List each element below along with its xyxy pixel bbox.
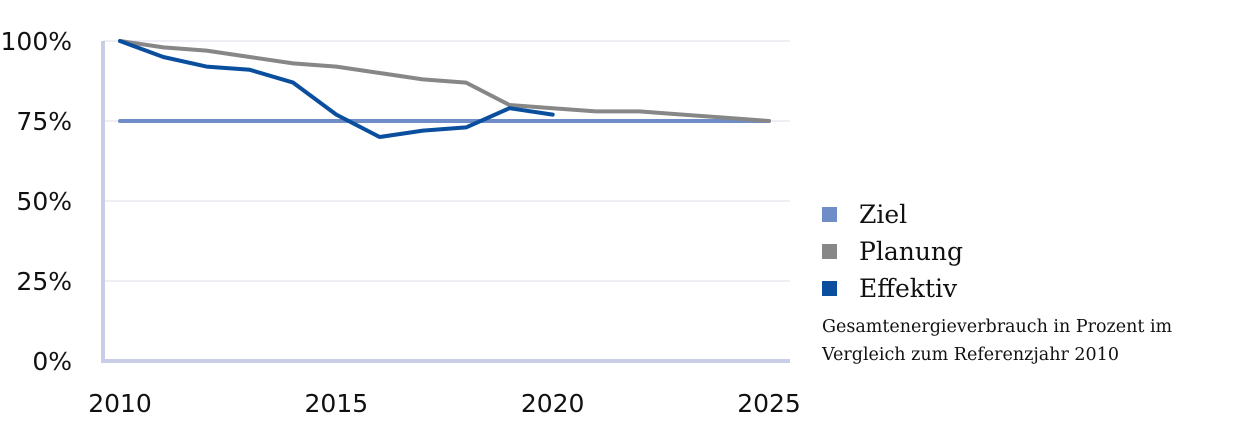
y-tick-label: 25%: [16, 267, 72, 296]
legend-item-ziel: Ziel: [822, 196, 963, 233]
legend-swatch: [822, 207, 837, 222]
series-lines: [118, 39, 771, 139]
y-tick-label: 0%: [32, 347, 72, 376]
x-tick-labels: 2010 2015 2020 2025: [88, 389, 801, 418]
series-line-planung: [118, 39, 771, 123]
x-tick-label: 2025: [737, 389, 801, 418]
x-tick-label: 2010: [88, 389, 152, 418]
y-tick-label: 100%: [1, 27, 72, 56]
legend-label: Effektiv: [859, 274, 958, 303]
legend-item-planung: Planung: [822, 233, 963, 270]
x-tick-label: 2015: [305, 389, 369, 418]
legend-swatch: [822, 244, 837, 259]
series-line-effektiv: [118, 39, 555, 139]
legend-item-effektiv: Effektiv: [822, 270, 963, 307]
gridlines: [103, 40, 790, 282]
y-tick-label: 50%: [16, 187, 72, 216]
x-tick-label: 2020: [521, 389, 585, 418]
y-tick-label: 75%: [16, 107, 72, 136]
axes: [101, 41, 790, 363]
legend-label: Planung: [859, 237, 964, 266]
legend-swatch: [822, 281, 837, 296]
y-tick-labels: 0% 25% 50% 75% 100%: [1, 27, 72, 376]
legend-label: Ziel: [859, 200, 908, 229]
chart-caption: Gesamtenergieverbrauch in Prozent im Ver…: [822, 317, 1173, 365]
